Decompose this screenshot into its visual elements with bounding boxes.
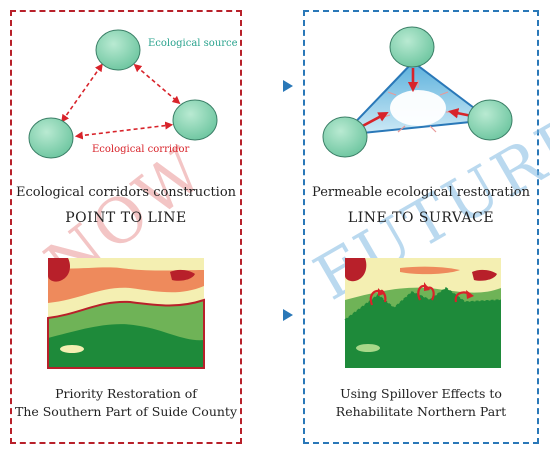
now-caption-1: Ecological corridors construction <box>15 185 237 200</box>
future-bottom-line-2: Rehabilitate Northern Part <box>335 404 507 419</box>
now-panel <box>10 10 242 444</box>
ecological-corridor-label: Ecological corridor <box>92 144 190 155</box>
future-source-node-top <box>389 26 435 68</box>
now-source-node-left <box>28 117 74 159</box>
ecological-source-label: Ecological source <box>148 38 238 49</box>
future-permeable-network <box>322 26 513 158</box>
future-source-node-right <box>467 99 513 141</box>
future-panel <box>303 10 539 444</box>
now-bottom-line-2: The Southern Part of Suide County <box>14 404 238 419</box>
now-caption-2: POINT TO LINE <box>65 210 187 226</box>
future-bottom-line-1: Using Spillover Effects to <box>340 386 502 401</box>
now-bottom-line-1: Priority Restoration of <box>55 386 197 401</box>
now-source-node-right <box>172 99 218 141</box>
future-map <box>344 258 502 368</box>
now-corridor-network <box>28 29 218 159</box>
now-source-node-top <box>95 29 141 71</box>
future-caption-2: LINE TO SURVACE <box>347 210 495 226</box>
transition-arrows <box>256 80 293 321</box>
now-map <box>47 258 205 369</box>
future-source-node-left <box>322 116 368 158</box>
future-caption-1: Permeable ecological restoration <box>312 185 530 200</box>
